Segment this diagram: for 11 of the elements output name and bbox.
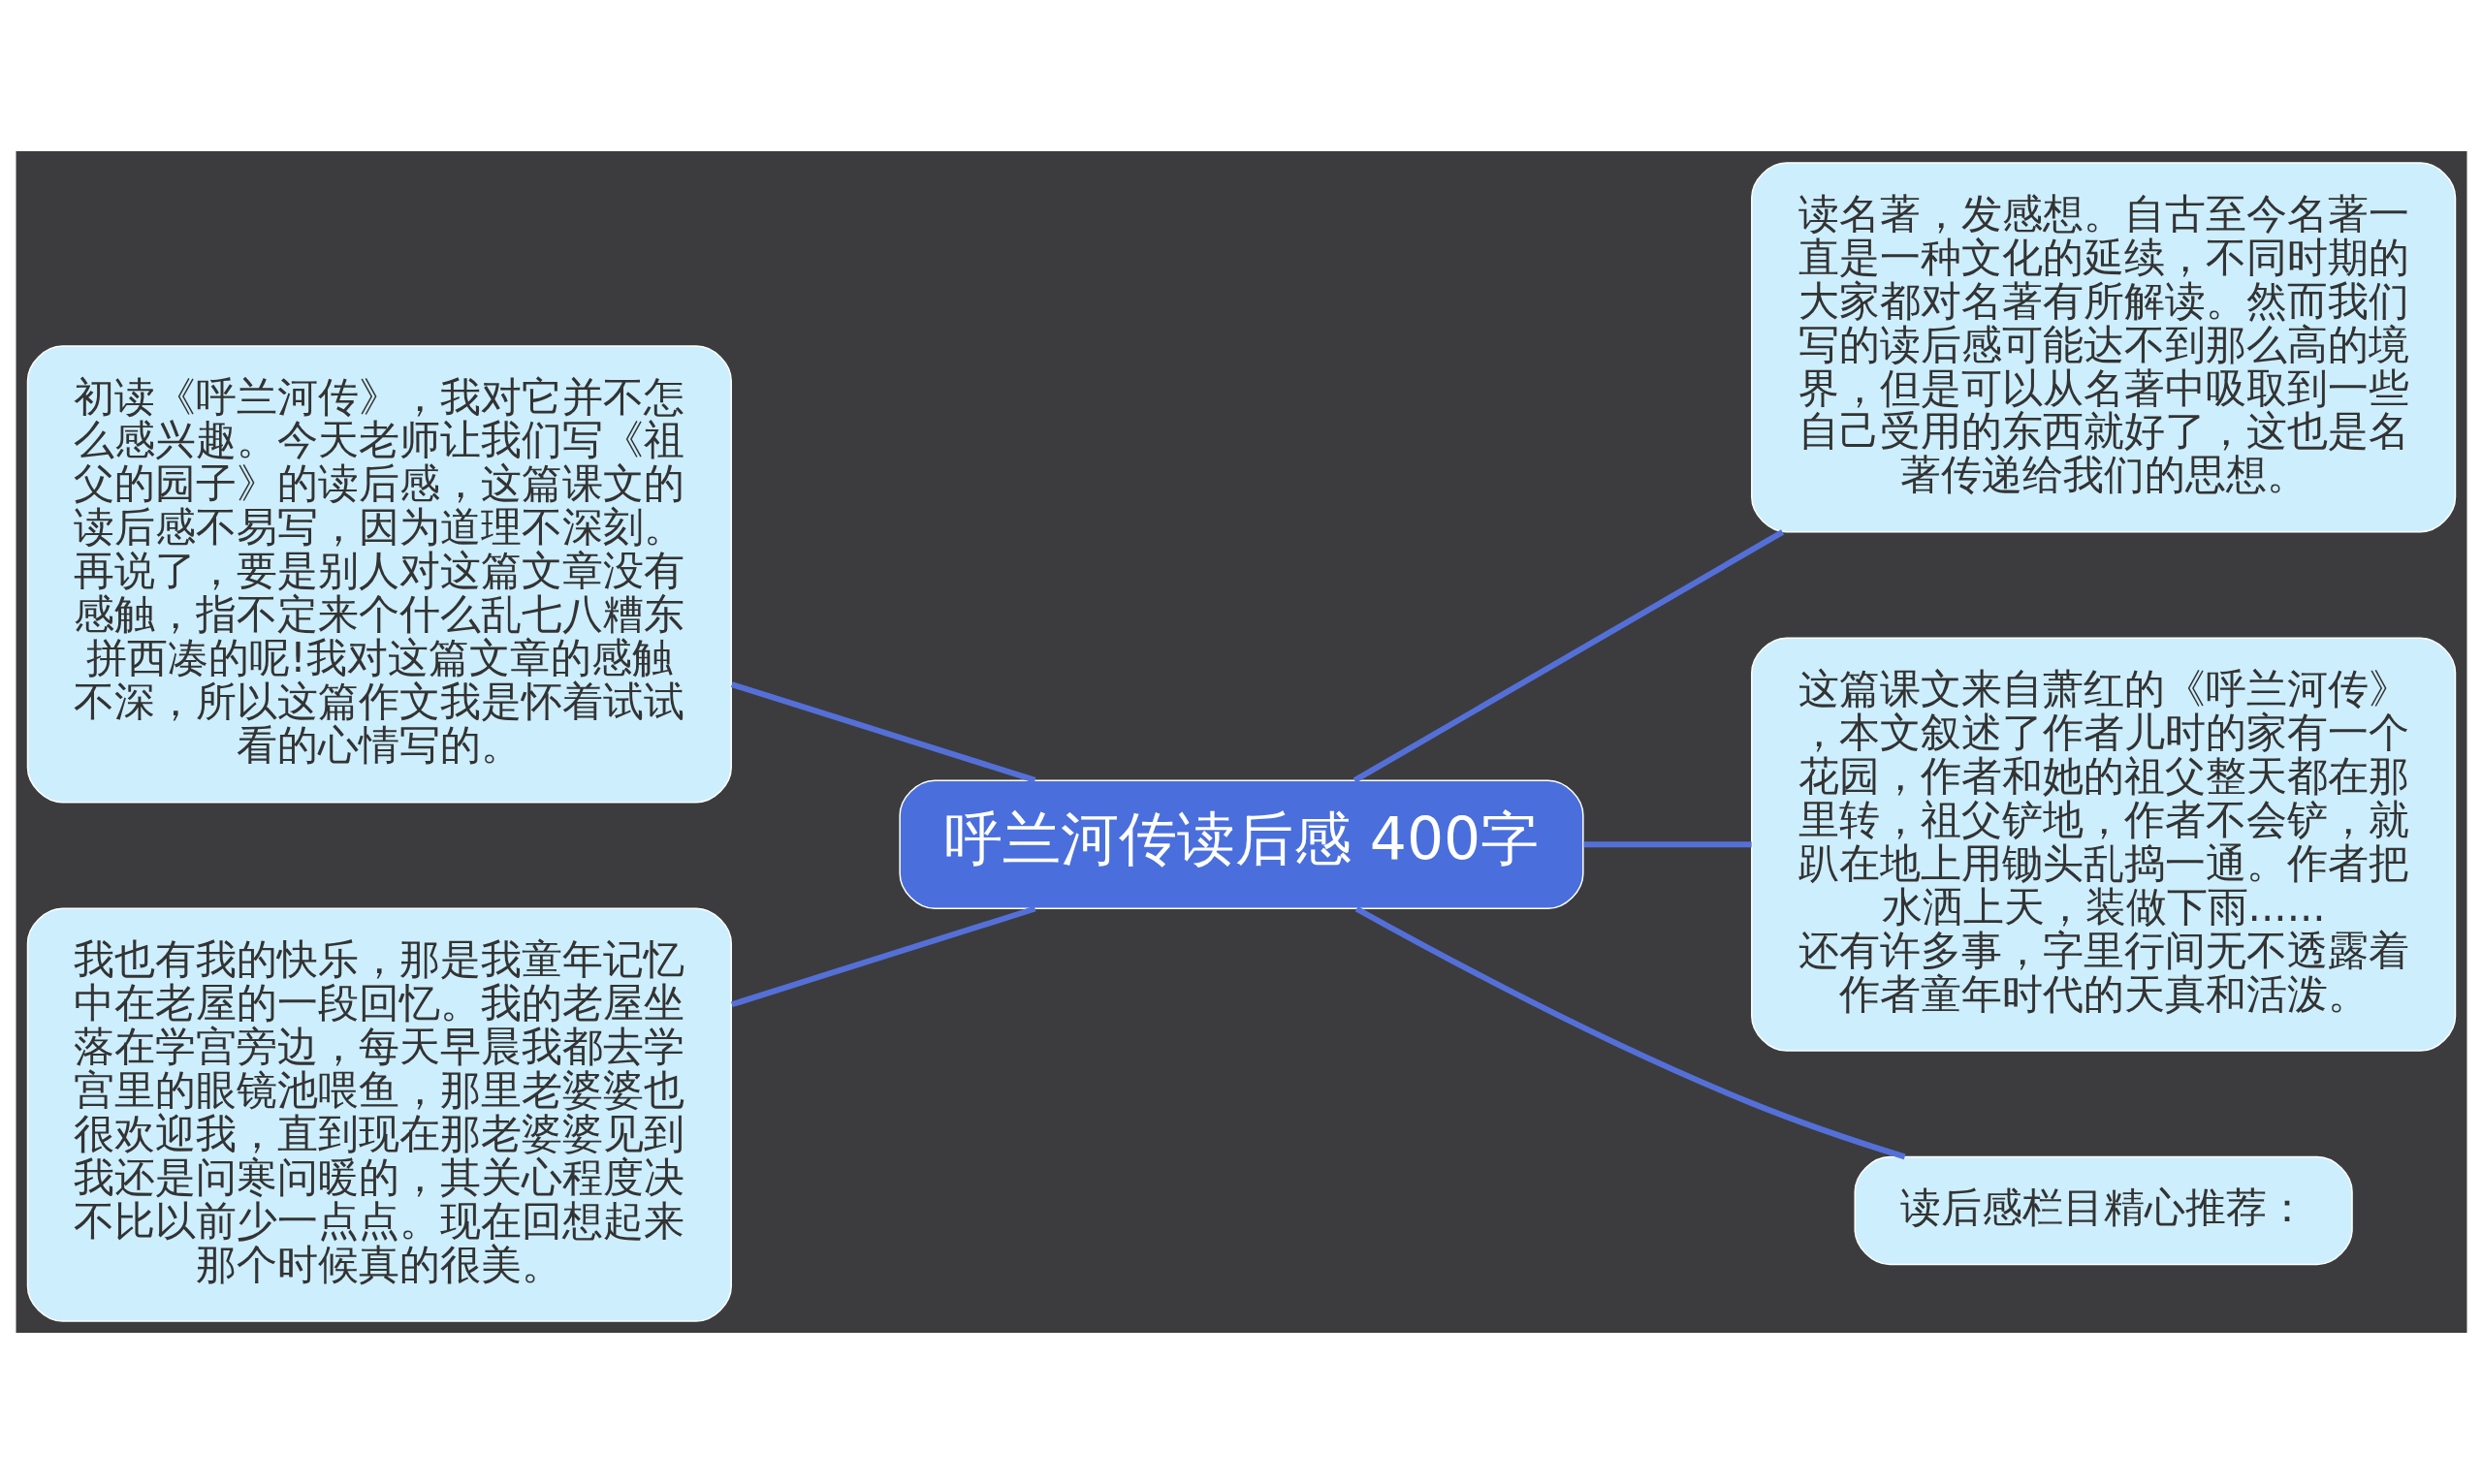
- node-box: 初读《呼兰河传》，我对它并不怎么感兴趣。今天老师让我们写《祖父的园子》的读后感，这篇课文的读后感不易写，因为道理不深刻。再说了，要是别人对这篇文章没有感触，指不定来个什么乱七八糟东拼西凑的呢!我对这篇文章的感触不深，所以这篇作文我是怀着试试看的心情写的。: [26, 345, 732, 804]
- connector: [1352, 529, 1784, 783]
- node-box: 这篇课文来自萧红的《呼兰河传》，本文叙述了作者儿时的家有一个花园，作者和她的祖父整天都在那里转，祖父铲地，作者不会铲，就趴在地上用锄头乱捣一通。作者把水洒上天，装做下雨......还有许多事，字里行间无不透露着作者童年时代的天真和活泼。: [1750, 637, 2456, 1052]
- connector: [730, 905, 1035, 1008]
- node-box: 读后感栏目精心推荐：: [1854, 1155, 2353, 1266]
- connector: [730, 681, 1035, 783]
- node-box: 我也有我的快乐，那是我童年记忆中在老屋的一段回忆。我的老屋坐落在学宫旁边，每天早晨我都去学宫里的眼镜池喂鱼，那里老婆婆也很欢迎我，直到现在那老婆婆见到我还是问寒问暖的，其关心程度决不比以前少一点点。现在回想起来那个时候真的很美。: [26, 907, 732, 1322]
- connector: [1354, 905, 1906, 1160]
- connector: [1583, 841, 1752, 848]
- node-box: 呼兰河传读后感 400字: [898, 779, 1584, 909]
- node-box: 读名著，发感想。自古至今名著一直是一种文化的延续，不同时期的大家都对名著有所解读。然而我们写的读后感可能达不到那么高的境界，但是可以从名著中吸取到一些自己受用的东西就好了，这也是名著传递给我们的思想。: [1750, 162, 2456, 533]
